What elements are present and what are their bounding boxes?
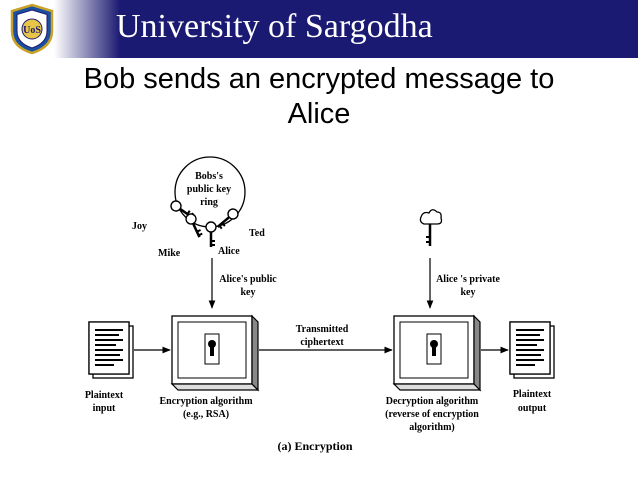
logo-text: UoS	[23, 25, 41, 36]
private-key-label-line1: Alice 's private	[436, 274, 500, 285]
key-label-mike: Mike	[158, 248, 181, 259]
decryption-label-line2: (reverse of encryption	[385, 409, 479, 420]
keyring-label-line3: ring	[200, 197, 218, 208]
key-label-joy: Joy	[132, 221, 147, 232]
plaintext-output-label-line2: output	[518, 403, 547, 414]
plaintext-input-icon	[88, 321, 134, 379]
plaintext-output-label-line1: Plaintext	[513, 389, 552, 400]
public-key-label-line1: Alice's public	[219, 274, 277, 285]
alice-key-icon	[204, 220, 218, 249]
slide-title: Bob sends an encrypted message to Alice	[0, 62, 638, 132]
private-key-icon	[419, 209, 443, 246]
plaintext-input-label-line1: Plaintext	[85, 390, 124, 401]
key-label-alice: Alice	[218, 246, 240, 257]
decryption-label-line3: algorithm)	[409, 422, 455, 433]
keyring-label-line2: public key	[187, 184, 231, 195]
plaintext-input-label-line2: input	[93, 403, 116, 414]
plaintext-output-icon	[509, 321, 555, 379]
public-key-label-line2: key	[241, 287, 256, 298]
encryption-label-line2: (e.g., RSA)	[183, 409, 229, 420]
slide-title-line1: Bob sends an encrypted message to	[83, 63, 555, 95]
diagram-caption: (a) Encryption	[278, 439, 353, 453]
decryption-safe-icon	[393, 315, 481, 391]
key-label-ted: Ted	[249, 228, 265, 239]
university-name: University of Sargodha	[116, 8, 433, 45]
private-key-label-line2: key	[461, 287, 476, 298]
encryption-safe-icon	[171, 315, 259, 391]
transmitted-label-line1: Transmitted	[296, 324, 349, 335]
decryption-label-line1: Decryption algorithm	[386, 396, 479, 407]
keyring-label-line1: Bobs's	[195, 171, 223, 182]
university-logo-icon: UoS	[10, 3, 54, 55]
encryption-label-line1: Encryption algorithm	[159, 396, 253, 407]
transmitted-label-line2: ciphertext	[300, 337, 344, 348]
slide-title-line2: Alice	[287, 98, 351, 130]
